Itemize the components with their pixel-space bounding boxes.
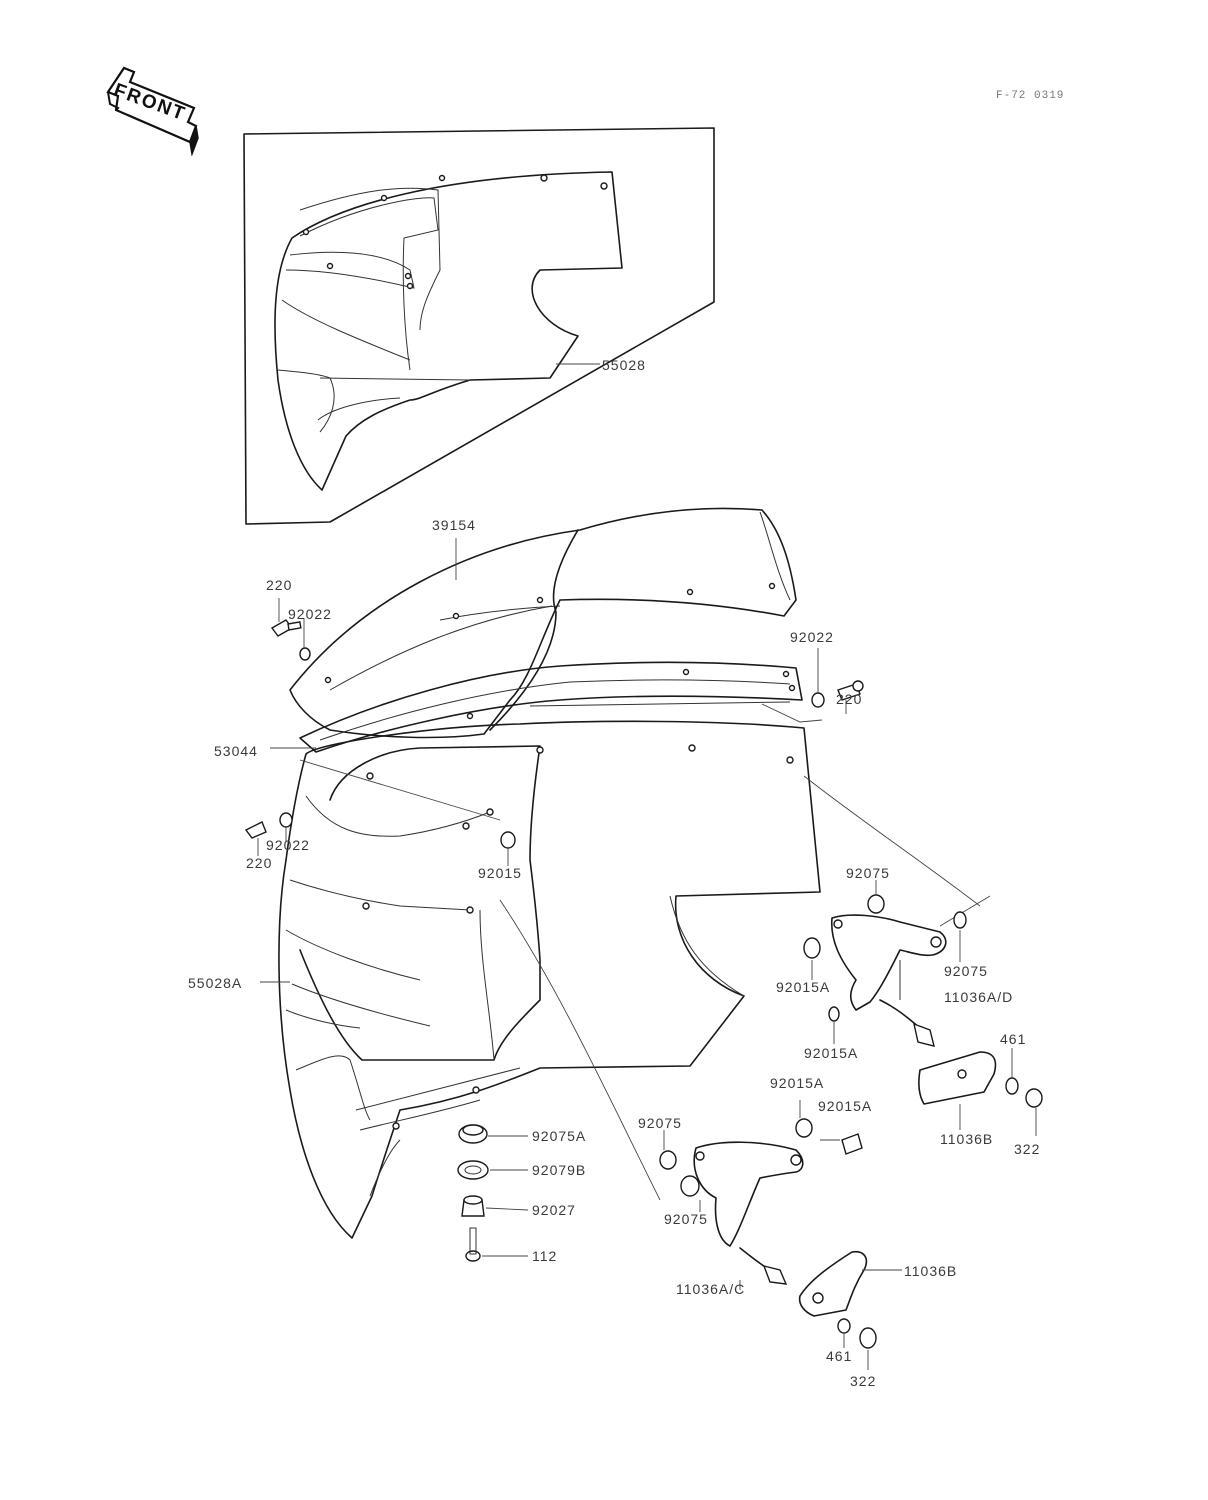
- label-92027: 92027: [532, 1202, 576, 1218]
- label-220-top-right: 220: [836, 691, 863, 707]
- label-11036A-C: 11036A/C: [676, 1281, 746, 1297]
- label-112: 112: [532, 1248, 558, 1264]
- label-11036B-right: 11036B: [940, 1131, 994, 1147]
- label-92075-bracket: 92075: [638, 1115, 682, 1131]
- front-arrow-badge: [106, 66, 199, 156]
- label-92075-lower: 92075: [664, 1211, 708, 1227]
- label-92015A-4: 92015A: [804, 1045, 859, 1061]
- label-39154: 39154: [432, 517, 476, 533]
- right-clamp: [918, 1048, 1043, 1136]
- label-55028: 55028: [602, 357, 646, 373]
- label-92075-top: 92075: [846, 865, 890, 881]
- label-92022-top-right: 92022: [790, 629, 834, 645]
- label-53044: 53044: [214, 743, 258, 759]
- label-322-right: 322: [1014, 1141, 1041, 1157]
- label-92079B: 92079B: [532, 1162, 587, 1178]
- label-220-top-left: 220: [266, 577, 293, 593]
- label-55028A: 55028A: [188, 975, 243, 991]
- label-92022-top-left: 92022: [288, 606, 332, 622]
- inset-frame: [243, 127, 715, 525]
- label-11036B-bottom: 11036B: [904, 1263, 958, 1279]
- label-92075-stay: 92075: [944, 963, 988, 979]
- lower-stay-bracket: [659, 1100, 863, 1290]
- label-220-mid-left: 220: [246, 855, 273, 871]
- windshield-drawing: [289, 507, 797, 739]
- label-92015A-3: 92015A: [776, 979, 831, 995]
- label-92015: 92015: [478, 865, 522, 881]
- label-461-bottom: 461: [826, 1348, 853, 1364]
- label-92075A: 92075A: [532, 1128, 587, 1144]
- upper-stay-bracket: [803, 880, 967, 1047]
- hardware-mid-left: [244, 812, 293, 856]
- label-92015A-2: 92015A: [818, 1098, 873, 1114]
- hardware-top-right: [811, 648, 864, 714]
- label-92015A-1: 92015A: [770, 1075, 825, 1091]
- trim-strip-drawing: [270, 661, 823, 753]
- label-461-right: 461: [1000, 1031, 1027, 1047]
- hardware-center-nut: [299, 759, 516, 866]
- main-cowl-drawing: [260, 720, 821, 1239]
- bottom-clamp: [798, 1250, 902, 1370]
- hardware-top-left: [270, 598, 311, 661]
- label-322-bottom: 322: [850, 1373, 877, 1389]
- label-92022-mid-left: 92022: [266, 837, 310, 853]
- hardware-bottom-stack: [457, 1124, 529, 1262]
- inset-cowl-drawing: [274, 171, 623, 491]
- drawing-code: F-72 0319: [996, 90, 1065, 102]
- label-11036A-D: 11036A/D: [944, 989, 1014, 1005]
